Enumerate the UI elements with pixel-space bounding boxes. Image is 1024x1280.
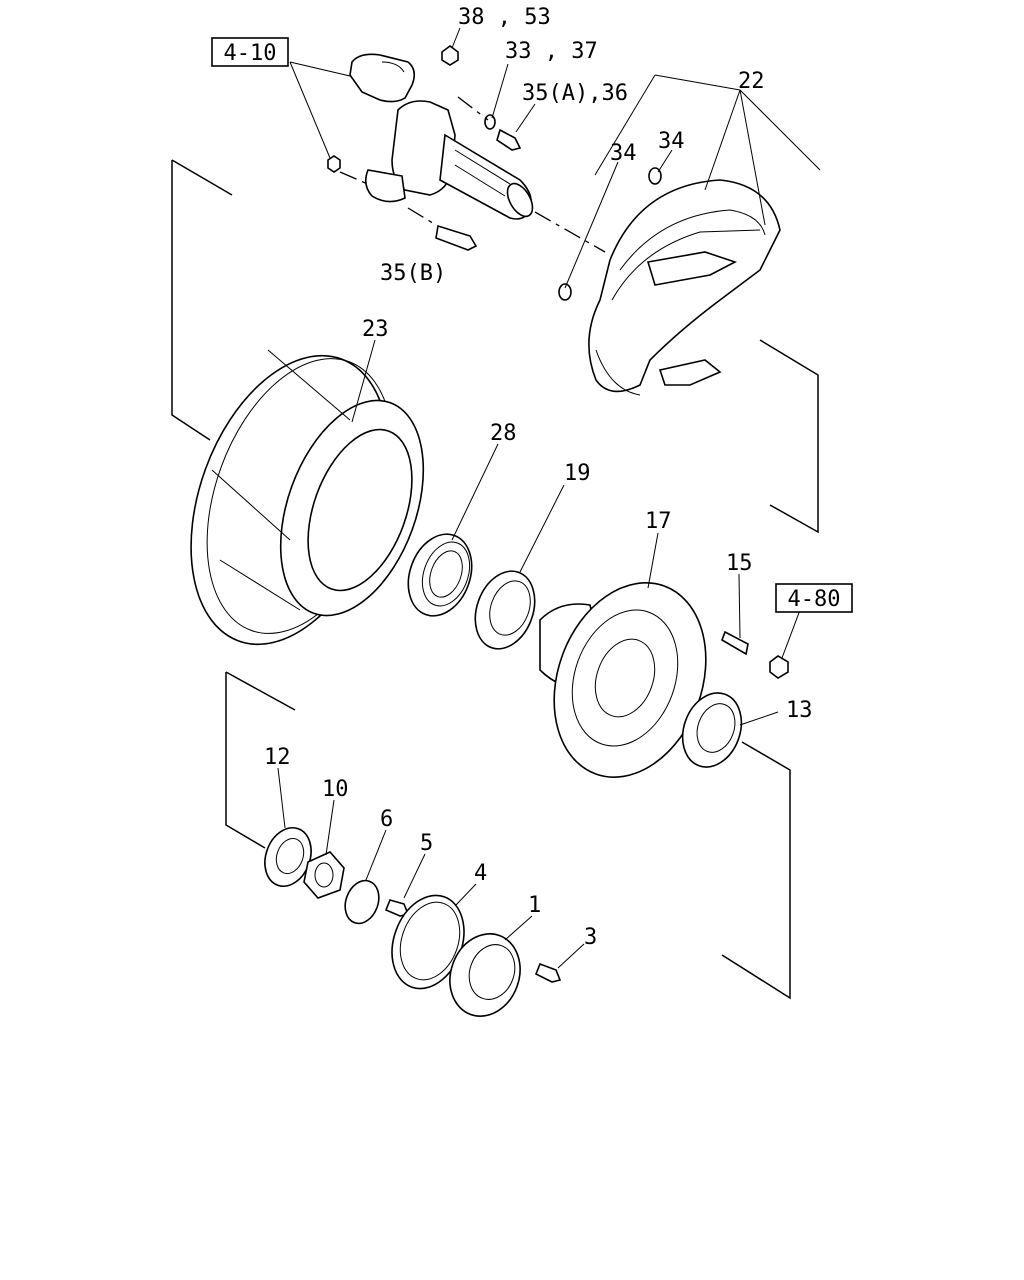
leader-lines [277, 27, 821, 969]
callout-34-left: 34 [610, 141, 637, 166]
callout-6: 6 [380, 807, 393, 832]
callout-19: 19 [564, 461, 591, 486]
callout-38-53: 38 , 53 [458, 5, 551, 30]
callout-28: 28 [490, 421, 517, 446]
callout-3: 3 [584, 925, 597, 950]
callout-5: 5 [420, 831, 433, 856]
ref-4-10-label: 4-10 [224, 41, 277, 66]
callout-1: 1 [528, 893, 541, 918]
backing-plate [588, 179, 781, 396]
ref-box-4-80: 4-80 [775, 583, 853, 613]
assembly-lines [171, 96, 819, 1000]
callout-10: 10 [322, 777, 349, 802]
ref-4-80-label: 4-80 [788, 587, 841, 612]
callout-35a-36: 35(A),36 [522, 81, 628, 106]
callout-23: 23 [362, 317, 389, 342]
callout-33-37: 33 , 37 [505, 39, 598, 64]
brake-drum [190, 349, 425, 646]
callout-17: 17 [645, 509, 672, 534]
steering-knuckle [349, 53, 534, 220]
callout-13: 13 [786, 698, 813, 723]
callout-12: 12 [264, 745, 291, 770]
small-parts [264, 45, 789, 1017]
callout-15: 15 [726, 551, 753, 576]
ref-box-4-10: 4-10 [211, 37, 289, 67]
callout-34-right: 34 [658, 129, 685, 154]
callout-22: 22 [738, 69, 765, 94]
oil-seal-28 [407, 533, 473, 617]
wheel-hub [539, 582, 707, 778]
callout-labels: 38 , 53 33 , 37 35(A),36 22 34 34 35(B) … [264, 5, 813, 950]
callout-4: 4 [474, 861, 487, 886]
callout-35b: 35(B) [380, 261, 446, 286]
bearing-13 [681, 692, 743, 768]
bearing-19 [474, 570, 536, 650]
